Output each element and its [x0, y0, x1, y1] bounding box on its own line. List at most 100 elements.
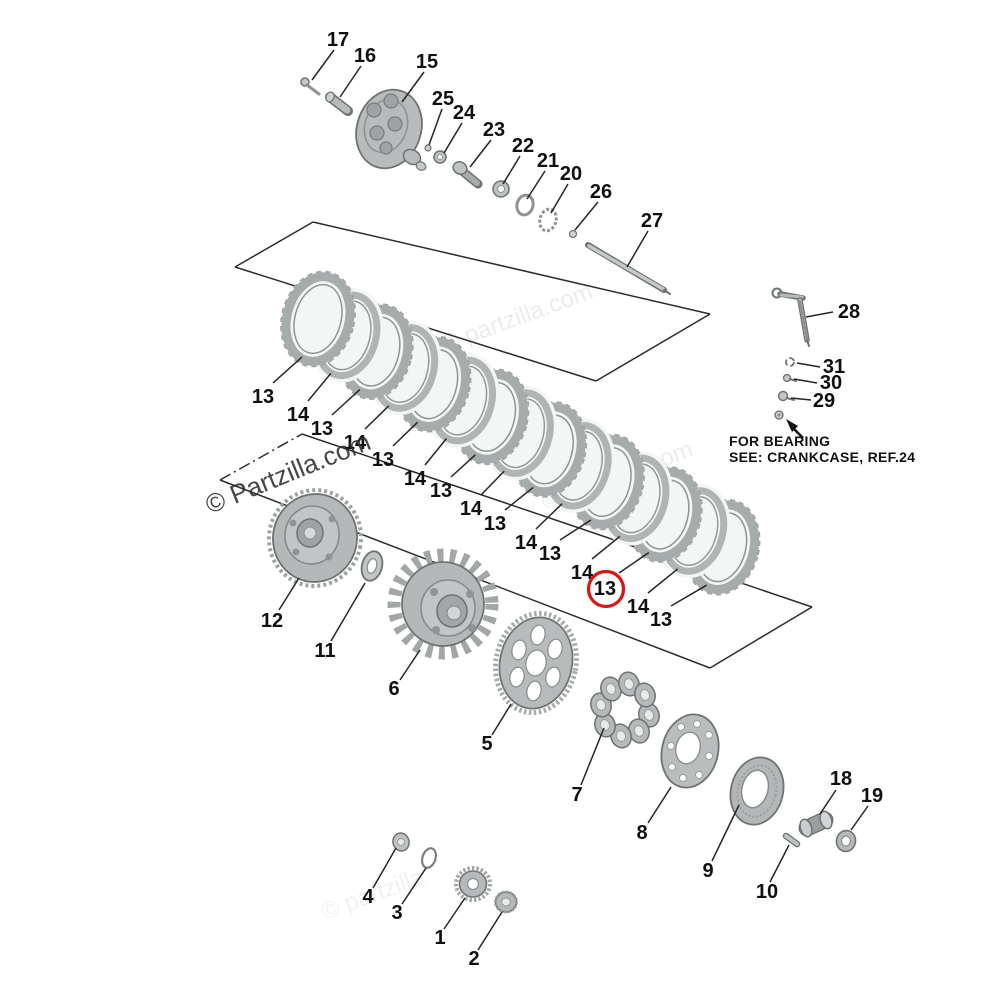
part-number-label-14[interactable]: 14 [287, 404, 310, 426]
bearing-note-arrow [786, 419, 804, 439]
callout-plate-14-5: 14 [404, 438, 448, 490]
callout-plate-14-1: 14 [287, 372, 332, 426]
part-number-label-21[interactable]: 21 [537, 150, 559, 172]
bearing-note-line1: FOR BEARING [729, 433, 830, 449]
part-22-nut [492, 180, 510, 198]
part-number-label-13[interactable]: 13 [594, 578, 616, 600]
part-16-collar [325, 91, 353, 116]
part-number-label-17[interactable]: 17 [327, 29, 349, 51]
part-number-label-13[interactable]: 13 [430, 480, 452, 502]
part-number-label-14[interactable]: 14 [571, 562, 594, 584]
callout-12: 12 [261, 577, 300, 632]
callout-16: 16 [339, 45, 376, 98]
part-number-label-13[interactable]: 13 [372, 449, 394, 471]
part-number-label-14[interactable]: 14 [460, 498, 483, 520]
part-4-nut [392, 832, 410, 852]
part-9-bearing-housing [729, 756, 785, 826]
callout-plate-14-7: 14 [460, 470, 505, 520]
part-7-damper-springs [590, 671, 660, 749]
callout-10: 10 [756, 844, 790, 903]
callout-plate-13-2: 13 [311, 389, 361, 440]
part-number-label-5[interactable]: 5 [481, 733, 492, 755]
part-number-label-8[interactable]: 8 [636, 822, 647, 844]
part-number-label-13[interactable]: 13 [539, 543, 561, 565]
part-number-label-16[interactable]: 16 [354, 45, 376, 67]
callout-25: 25 [428, 88, 454, 146]
part-number-label-31[interactable]: 31 [823, 356, 845, 378]
part-number-label-10[interactable]: 10 [756, 881, 778, 903]
part-number-label-22[interactable]: 22 [512, 135, 534, 157]
callout-plate-13-10: 13 [539, 519, 592, 565]
callout-1: 1 [434, 897, 466, 949]
part-number-label-12[interactable]: 12 [261, 610, 283, 632]
part-number-label-14[interactable]: 14 [515, 532, 538, 554]
callout-11: 11 [314, 582, 366, 662]
part-number-label-13[interactable]: 13 [650, 609, 672, 631]
part-crankcase-bearing-ref [774, 410, 784, 420]
part-number-label-18[interactable]: 18 [830, 768, 852, 790]
callout-6: 6 [388, 649, 421, 700]
part-number-label-28[interactable]: 28 [838, 301, 860, 323]
part-number-label-25[interactable]: 25 [432, 88, 454, 110]
part-3-lock-washer [420, 847, 438, 869]
callout-plate-14-13: 14 [627, 568, 679, 618]
part-number-label-19[interactable]: 19 [861, 785, 883, 807]
part-18-bushing [798, 810, 834, 838]
callout-plate-13-12: 13 [594, 551, 650, 600]
callout-2: 2 [468, 911, 503, 970]
part-number-label-7[interactable]: 7 [571, 784, 582, 806]
callout-28: 28 [805, 301, 860, 323]
callout-21: 21 [526, 150, 559, 200]
selected-part-highlight-circle [586, 569, 626, 609]
part-number-label-9[interactable]: 9 [702, 860, 713, 882]
bearing-note: FOR BEARING SEE: CRANKCASE, REF.24 [729, 433, 915, 465]
part-number-label-4[interactable]: 4 [362, 886, 374, 908]
part-number-label-20[interactable]: 20 [560, 163, 582, 185]
callout-29: 29 [790, 390, 835, 412]
part-number-label-26[interactable]: 26 [590, 181, 612, 203]
part-number-label-1[interactable]: 1 [434, 927, 445, 949]
callout-31: 31 [796, 356, 845, 378]
part-number-label-23[interactable]: 23 [483, 119, 505, 141]
part-number-label-24[interactable]: 24 [453, 102, 476, 124]
part-29-screw [777, 390, 795, 402]
part-25-pin [424, 144, 432, 152]
callout-22: 22 [502, 135, 534, 185]
part-5-primary-driven-gear [493, 610, 579, 716]
part-number-label-13[interactable]: 13 [311, 418, 333, 440]
part-number-label-29[interactable]: 29 [813, 390, 835, 412]
part-number-label-3[interactable]: 3 [391, 902, 402, 924]
part-8-retainer-plate [660, 713, 720, 789]
part-20-lock-washer [538, 207, 558, 233]
callout-plate-13-0: 13 [252, 356, 303, 408]
part-number-label-11[interactable]: 11 [314, 640, 335, 662]
callout-plate-13-4: 13 [372, 421, 419, 471]
part-number-label-2[interactable]: 2 [468, 948, 479, 970]
part-number-label-14[interactable]: 14 [344, 432, 367, 454]
bearing-note-line2: SEE: CRANKCASE, REF.24 [729, 449, 915, 465]
callout-8: 8 [636, 786, 672, 844]
part-10-key [782, 832, 801, 848]
part-number-label-14[interactable]: 14 [627, 596, 650, 618]
part-number-label-6[interactable]: 6 [388, 678, 399, 700]
part-number-label-27[interactable]: 27 [641, 210, 663, 232]
part-number-label-13[interactable]: 13 [252, 386, 274, 408]
callout-15: 15 [401, 51, 438, 103]
callout-26: 26 [574, 181, 612, 231]
plate-friction-13 [280, 270, 356, 368]
part-21-washer [515, 193, 535, 217]
callout-17: 17 [311, 29, 349, 81]
callout-23: 23 [469, 119, 505, 168]
part-6-clutch-housing [387, 548, 499, 660]
part-number-label-30[interactable]: 30 [820, 372, 842, 394]
callout-27: 27 [626, 210, 663, 268]
callout-18: 18 [819, 768, 852, 815]
part-number-label-14[interactable]: 14 [404, 468, 427, 490]
part-number-label-15[interactable]: 15 [416, 51, 438, 73]
part-number-label-13[interactable]: 13 [484, 513, 506, 535]
clutch-plate-stack [280, 270, 761, 596]
part-28-push-lever [771, 287, 810, 347]
callout-9: 9 [702, 804, 740, 882]
